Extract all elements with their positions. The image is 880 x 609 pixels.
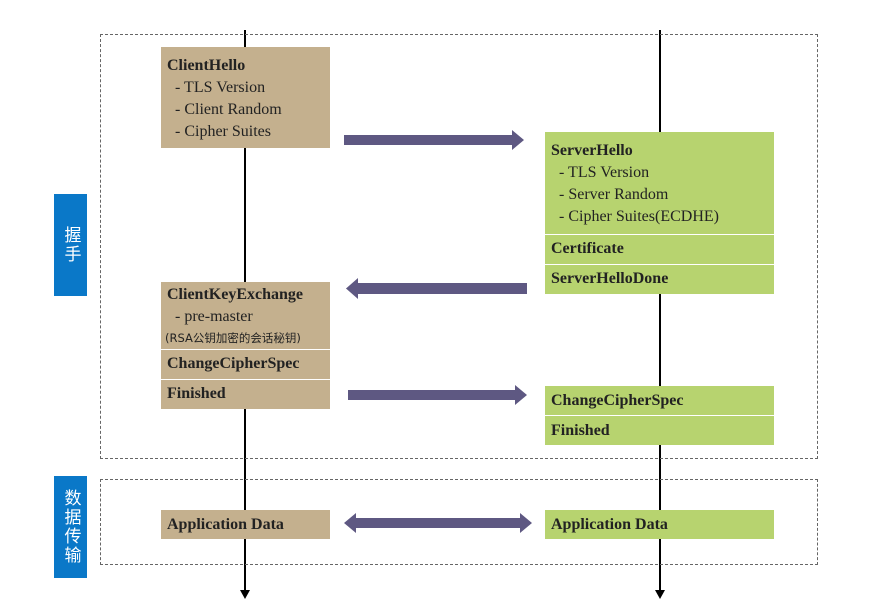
client-key-exchange-block: ClientKeyExchange - pre-master (RSA公钥加密的…: [161, 282, 330, 409]
arrow-client-hello: [344, 130, 524, 150]
server-lifeline-arrowhead: [655, 590, 665, 599]
server-change-cipher-spec: ChangeCipherSpec: [551, 392, 684, 409]
client-application-data: Application Data: [161, 510, 330, 539]
client-hello-title: ClientHello: [167, 57, 246, 74]
client-hello-item: - Client Random: [175, 101, 282, 118]
server-application-data: Application Data: [545, 510, 774, 539]
server-certificate: Certificate: [551, 240, 624, 257]
data-transfer-phase-label: 数据传输: [54, 476, 87, 578]
handshake-phase-label: 握手: [54, 194, 87, 296]
server-hello-item: - TLS Version: [559, 164, 650, 181]
arrow-client-finished: [348, 385, 527, 405]
server-hello-block: ServerHello - TLS Version - Server Rando…: [545, 132, 774, 294]
server-hello-item: - Server Random: [559, 186, 669, 203]
server-finished: Finished: [551, 422, 610, 439]
data-transfer-phase-box: [100, 479, 818, 565]
server-separator: [545, 234, 774, 235]
client-separator: [161, 379, 330, 380]
arrow-application-data: [344, 513, 532, 533]
handshake-phase-box: [100, 34, 818, 459]
client-hello-item: - Cipher Suites: [175, 123, 271, 140]
client-change-cipher-spec: ChangeCipherSpec: [167, 355, 300, 372]
server-separator: [545, 415, 774, 416]
client-hello-block: ClientHello - TLS Version - Client Rando…: [161, 47, 330, 148]
client-finished: Finished: [167, 385, 226, 402]
server-lifeline: [659, 30, 661, 592]
client-key-exchange-title: ClientKeyExchange: [167, 286, 303, 303]
arrow-server-hello-done-body: [346, 278, 527, 299]
server-hello-title: ServerHello: [551, 142, 633, 159]
client-lifeline-arrowhead: [240, 590, 250, 599]
client-hello-item: - TLS Version: [175, 79, 266, 96]
server-hello-item: - Cipher Suites(ECDHE): [559, 208, 719, 225]
client-key-exchange-item: - pre-master: [175, 308, 253, 325]
server-hello-done: ServerHelloDone: [551, 270, 669, 287]
client-key-exchange-note: (RSA公钥加密的会话秘钥): [165, 331, 301, 345]
server-separator: [545, 264, 774, 265]
client-separator: [161, 349, 330, 350]
